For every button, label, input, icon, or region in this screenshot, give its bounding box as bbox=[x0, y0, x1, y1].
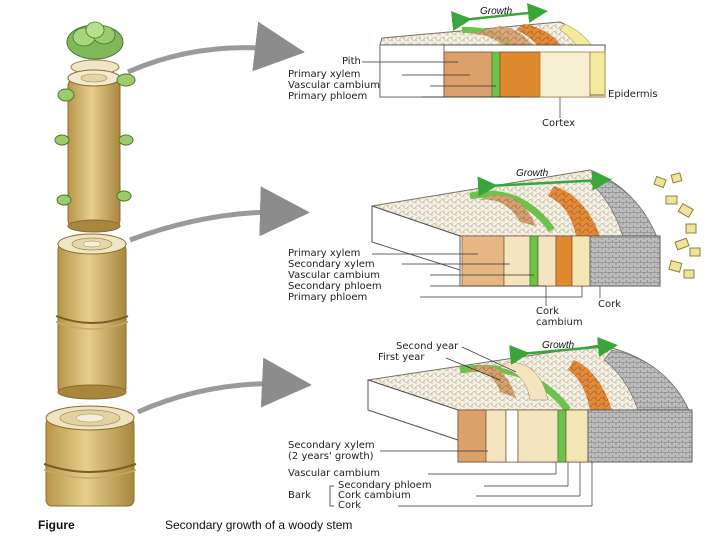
panel-second-year bbox=[329, 336, 693, 507]
label-vascular-cambium-3: Vascular cambium bbox=[288, 468, 381, 479]
figure-caption: Secondary growth of a woody stem bbox=[165, 518, 353, 532]
growth-label-3: Growth bbox=[542, 340, 575, 351]
label-secondary-phloem-2: Secondary phloem bbox=[288, 281, 382, 292]
label-cork-2: Cork bbox=[598, 299, 622, 310]
one-year-stem bbox=[55, 233, 129, 400]
label-cork-3: Cork bbox=[338, 500, 362, 511]
label-epidermis: Epidermis bbox=[608, 89, 658, 100]
young-stem bbox=[54, 69, 136, 233]
label-secondary-phloem-3: Secondary phloem bbox=[338, 480, 432, 491]
label-primary-phloem-1: Primary phloem bbox=[288, 91, 368, 102]
label-pith: Pith bbox=[342, 56, 361, 67]
panel-primary-growth bbox=[362, 3, 606, 118]
growth-label-1: Growth bbox=[480, 6, 513, 17]
growth-label-2: Growth bbox=[516, 168, 549, 179]
label-bark: Bark bbox=[288, 490, 311, 501]
two-year-stem bbox=[43, 405, 137, 507]
label-cork-cambium-line2: cambium bbox=[536, 317, 583, 328]
terminal-bud bbox=[66, 21, 124, 75]
label-vascular-cambium-2: Vascular cambium bbox=[288, 270, 381, 281]
label-secondary-xylem-2: Secondary xylem bbox=[288, 259, 375, 270]
label-first-year: First year bbox=[378, 352, 425, 363]
label-cortex: Cortex bbox=[542, 118, 576, 129]
label-primary-xylem-1: Primary xylem bbox=[288, 69, 361, 80]
figure-label: Figure bbox=[38, 518, 75, 532]
label-second-year: Second year bbox=[396, 341, 459, 352]
label-primary-xylem-2: Primary xylem bbox=[288, 248, 361, 259]
arrow-1 bbox=[126, 21, 305, 75]
label-two-years-growth: (2 years' growth) bbox=[288, 451, 374, 462]
label-cork-cambium-3: Cork cambium bbox=[338, 490, 411, 501]
arrow-2 bbox=[129, 186, 310, 243]
panel-first-year bbox=[371, 169, 701, 306]
label-cork-cambium-line1: Cork bbox=[536, 306, 560, 317]
label-secondary-xylem-3: Secondary xylem bbox=[288, 440, 375, 451]
arrow-3 bbox=[136, 357, 312, 415]
label-primary-phloem-2: Primary phloem bbox=[288, 292, 368, 303]
label-vascular-cambium-1: Vascular cambium bbox=[288, 80, 381, 91]
